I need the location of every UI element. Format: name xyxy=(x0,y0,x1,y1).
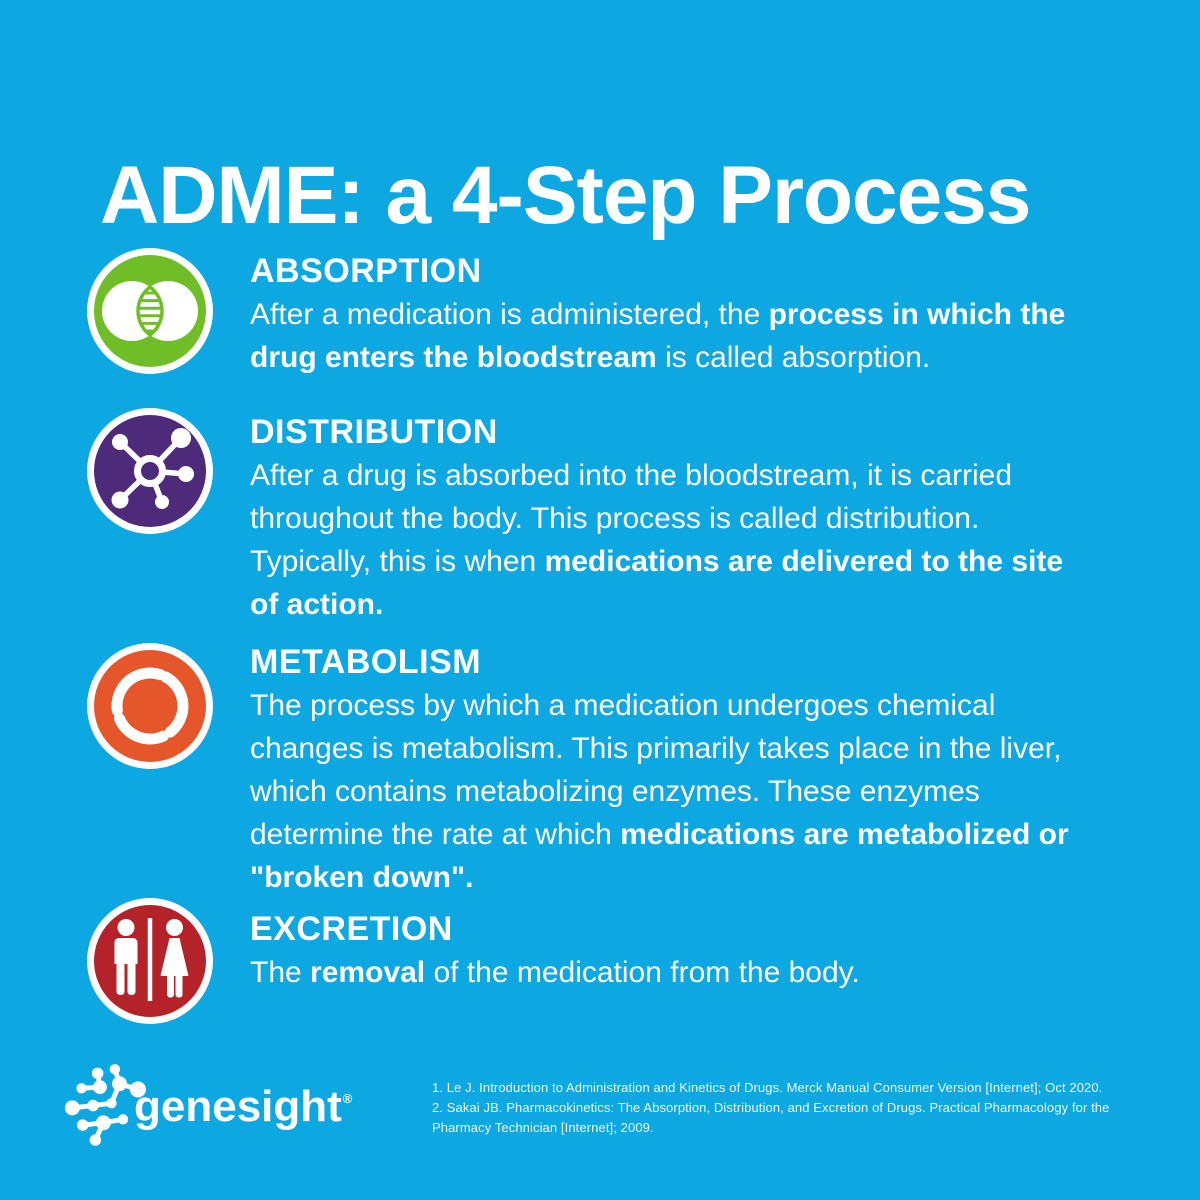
section-body-absorption: After a medication is administered, the … xyxy=(250,298,1066,374)
section-body-metabolism: The process by which a medication underg… xyxy=(250,689,1069,894)
restroom-figures-icon xyxy=(87,898,213,1024)
genesight-logo-wordmark: genesight® xyxy=(134,1082,353,1131)
section-body-distribution: After a drug is absorbed into the bloods… xyxy=(250,459,1064,621)
citation-2: 2. Sakai JB. Pharmacokinetics: The Absor… xyxy=(432,1100,1110,1135)
cycle-arrows-icon xyxy=(87,643,213,769)
genesight-molecule-icon xyxy=(64,1064,146,1146)
citations: 1. Le J. Introduction to Administration … xyxy=(432,1078,1137,1138)
section-heading-distribution: DISTRIBUTION xyxy=(250,413,498,451)
venn-diagram-icon xyxy=(87,248,213,374)
registered-trademark-symbol: ® xyxy=(342,1091,353,1106)
section-heading-metabolism: METABOLISM xyxy=(250,643,482,681)
section-body-excretion: The removal of the medication from the b… xyxy=(250,956,860,989)
molecule-network-icon xyxy=(87,408,213,534)
page-title: ADME: a 4-Step Process xyxy=(100,149,1031,241)
citation-1: 1. Le J. Introduction to Administration … xyxy=(432,1080,1103,1095)
section-heading-excretion: EXCRETION xyxy=(250,910,453,948)
section-heading-absorption: ABSORPTION xyxy=(250,252,482,290)
